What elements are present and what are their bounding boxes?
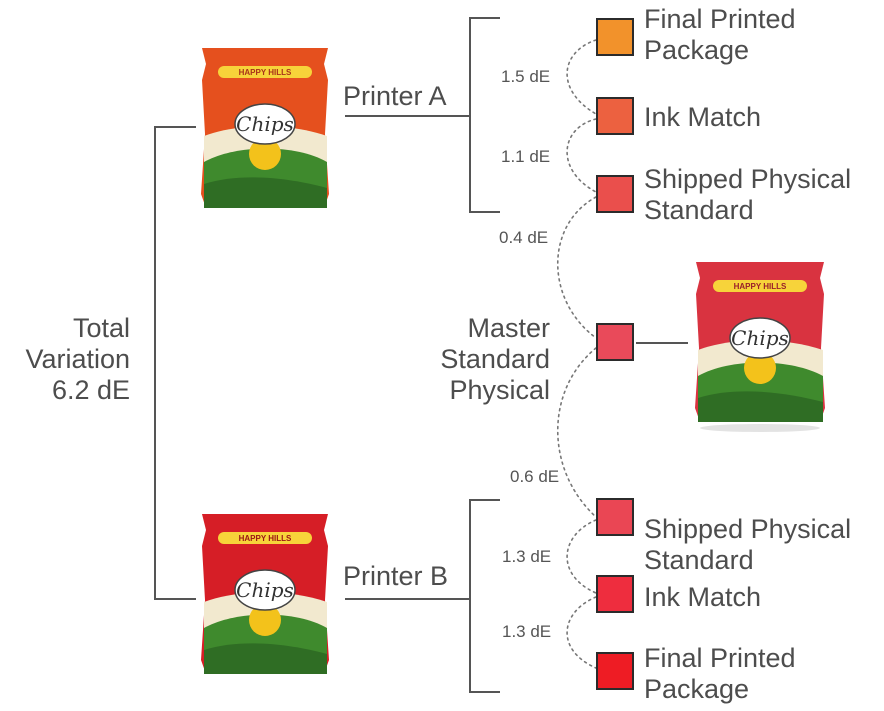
arc-a-shipped-master xyxy=(557,196,597,339)
swatch-b-final-printed xyxy=(596,652,634,690)
a-shipped-physical-line2: Standard xyxy=(644,195,754,226)
svg-text:HAPPY HILLS: HAPPY HILLS xyxy=(734,282,787,291)
master-package-image: Chips HAPPY HILLS xyxy=(695,262,825,432)
b-shipped-physical-line1: Shipped Physical xyxy=(644,514,852,544)
b-ink-match-label: Ink Match xyxy=(644,582,762,612)
printer-a-bracket xyxy=(469,17,500,213)
swatch-b-ink-match xyxy=(596,575,634,613)
master-standard-label: Master Standard Physical xyxy=(440,313,550,406)
printer-b-package-image: Chips HAPPY HILLS xyxy=(201,514,329,674)
total-label-line1: Total xyxy=(72,313,130,343)
delta-a-final-ink: 1.5 dE xyxy=(501,67,551,86)
swatch-master xyxy=(596,323,634,361)
swatch-a-shipped-physical xyxy=(596,175,634,213)
total-label-line3: 6.2 dE xyxy=(51,375,130,406)
a-shipped-physical-line1: Shipped Physical xyxy=(644,164,852,194)
total-variation-bracket xyxy=(154,126,196,600)
a-ink-match-label: Ink Match xyxy=(644,102,762,132)
swatch-a-final-printed xyxy=(596,18,634,56)
delta-b-ink-final: 1.3 dE xyxy=(502,622,552,641)
svg-text:Chips: Chips xyxy=(731,326,789,350)
delta-master-b-shipped: 0.6 dE xyxy=(510,467,560,486)
a-final-printed-line1: Final Printed xyxy=(644,4,796,34)
swatch-b-shipped-physical xyxy=(596,498,634,536)
svg-text:HAPPY HILLS: HAPPY HILLS xyxy=(239,534,292,543)
total-variation-label: Total Variation 6.2 dE xyxy=(25,313,130,406)
printer-a-package-image: Chips HAPPY HILLS xyxy=(201,48,329,208)
master-label-line2: Standard xyxy=(440,344,550,375)
svg-text:HAPPY HILLS: HAPPY HILLS xyxy=(239,68,292,77)
a-final-printed-label: Final Printed Package xyxy=(644,4,796,66)
printer-a-label: Printer A xyxy=(343,81,447,111)
svg-text:Chips: Chips xyxy=(236,578,294,602)
delta-a-shipped-master: 0.4 dE xyxy=(499,228,549,247)
a-shipped-physical-label: Shipped Physical Standard xyxy=(644,164,851,226)
master-label-line3: Physical xyxy=(449,375,550,406)
b-shipped-physical-line2: Standard xyxy=(644,545,754,576)
arc-a-ink-shipped xyxy=(566,118,597,193)
master-label-line1: Master xyxy=(467,313,550,343)
printer-b-label: Printer B xyxy=(343,561,449,591)
total-label-line2: Variation xyxy=(25,344,130,375)
arc-a-final-ink xyxy=(566,39,597,115)
arc-master-b-shipped xyxy=(557,347,597,518)
b-final-printed-line1: Final Printed xyxy=(644,643,796,673)
delta-a-ink-shipped: 1.1 dE xyxy=(501,147,551,166)
arc-b-ink-final xyxy=(566,596,597,669)
delta-b-shipped-ink: 1.3 dE xyxy=(502,547,552,566)
arc-b-shipped-ink xyxy=(566,519,597,594)
swatch-a-ink-match xyxy=(596,97,634,135)
b-shipped-physical-label: Shipped Physical Standard xyxy=(644,514,851,576)
a-final-printed-line2: Package xyxy=(644,35,750,66)
printer-b-bracket xyxy=(469,499,500,693)
b-final-printed-label: Final Printed Package xyxy=(644,643,796,705)
b-final-printed-line2: Package xyxy=(644,674,750,705)
svg-text:Chips: Chips xyxy=(236,112,294,136)
